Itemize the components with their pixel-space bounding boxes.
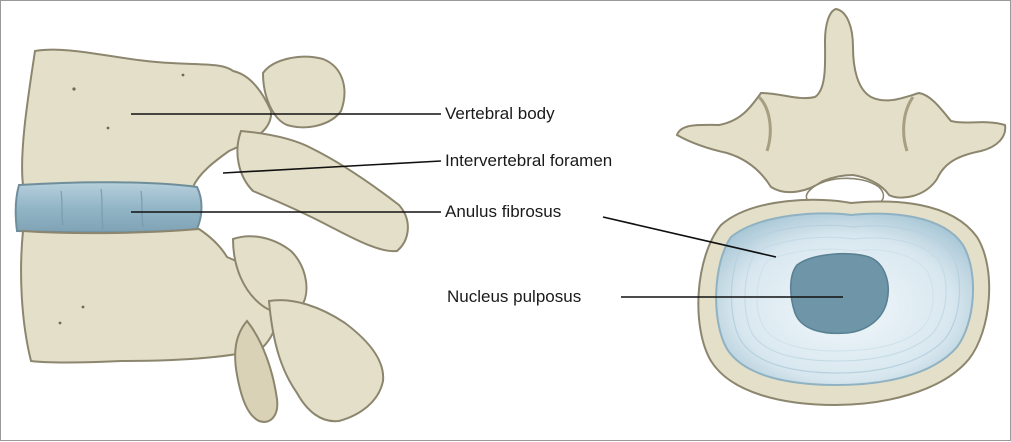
lower-lamina bbox=[269, 300, 383, 421]
superior-view-vertebra bbox=[677, 9, 1005, 405]
lateral-disc bbox=[16, 182, 202, 232]
label-nucleus-pulposus: Nucleus pulposus bbox=[447, 287, 581, 307]
vertebral-arch bbox=[677, 9, 1005, 198]
label-intervertebral-foramen: Intervertebral foramen bbox=[445, 151, 612, 171]
label-anulus-fibrosus: Anulus fibrosus bbox=[445, 202, 561, 222]
upper-articular-process bbox=[263, 57, 344, 128]
lateral-view-vertebrae bbox=[16, 50, 408, 422]
upper-vertebral-body bbox=[22, 50, 271, 187]
upper-lamina bbox=[237, 131, 407, 251]
nucleus-pulposus-shape bbox=[791, 254, 888, 334]
label-vertebral-body: Vertebral body bbox=[445, 104, 555, 124]
